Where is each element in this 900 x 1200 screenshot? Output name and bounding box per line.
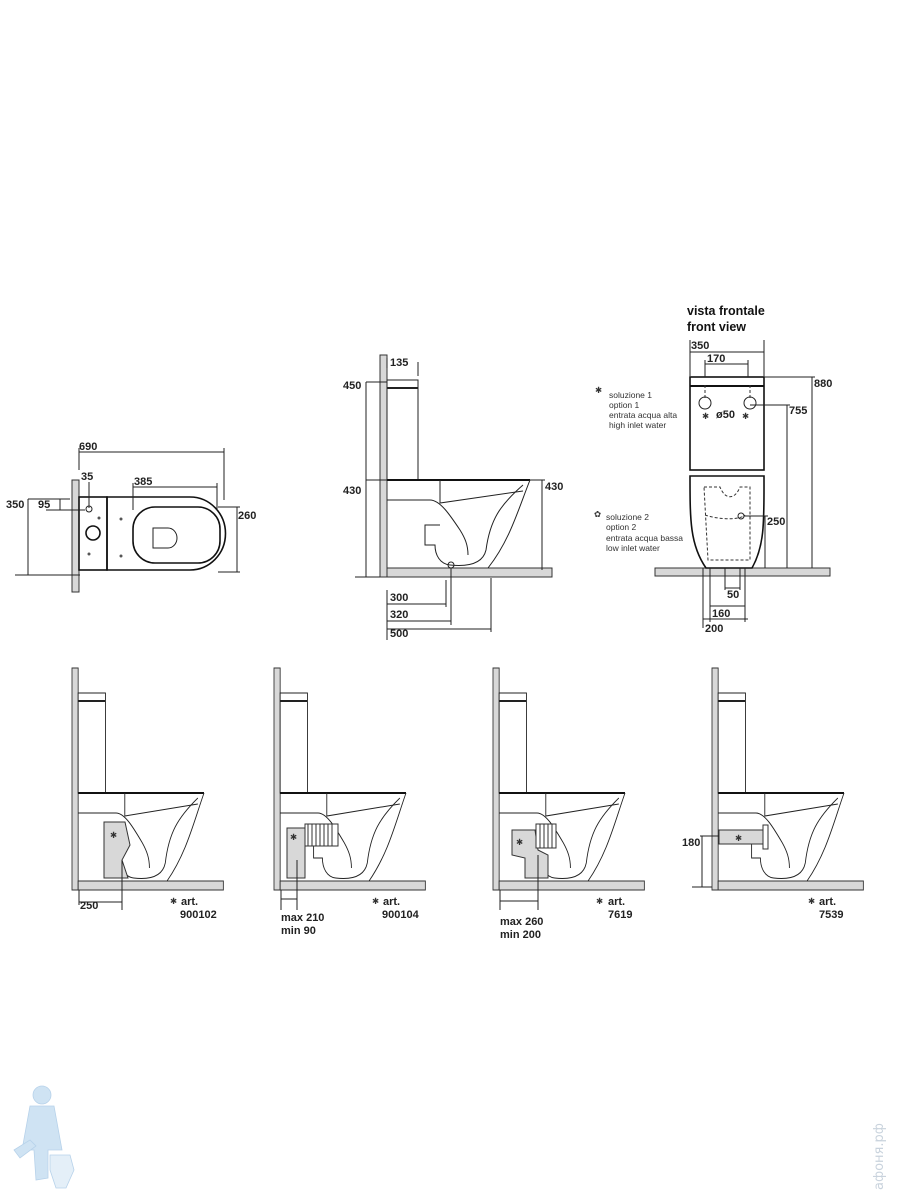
label-variants-2-max: max 260 xyxy=(500,916,543,928)
option-2-note: ✿ soluzione 2 option 2 entrata acqua bas… xyxy=(594,509,683,553)
label-variants-2-art_number: 7619 xyxy=(608,909,632,921)
dim-180: 180 xyxy=(682,837,700,849)
variant-7539: ✱ 180 ✱ art. 7539 xyxy=(682,667,865,921)
dim-95: 95 xyxy=(38,499,50,511)
label-marker: ✱ xyxy=(372,896,379,906)
dim-430-right: 430 xyxy=(545,481,563,493)
variant-900102: ✱ 250 ✱ art. 900102 xyxy=(71,667,225,921)
dim-430-left: 430 xyxy=(343,485,361,497)
dim-755: 755 xyxy=(789,405,807,417)
mascot-figure xyxy=(13,1085,75,1189)
plan-view: 690 35 385 350 95 260 xyxy=(6,441,256,593)
label-variants-3-art_label: art. xyxy=(819,896,836,908)
front-view-title-en: front view xyxy=(687,320,746,334)
dim-385: 385 xyxy=(134,476,152,488)
label-variants-1-art_number: 900104 xyxy=(382,909,420,921)
watermark-text: афоня.рф xyxy=(872,1123,887,1190)
label-marker: ✱ xyxy=(808,896,815,906)
dim-170: 170 xyxy=(707,353,725,365)
label-front_view-option1-line2: option 1 xyxy=(609,400,640,410)
dim-diameter-50: ø50 xyxy=(716,409,735,421)
label-variants-3-art_number: 7539 xyxy=(819,909,843,921)
dim-35: 35 xyxy=(81,471,93,483)
dim-135: 135 xyxy=(390,357,408,369)
label-front_view-option1-line4: high inlet water xyxy=(609,420,666,430)
dim-690: 690 xyxy=(79,441,97,453)
label-front_view-option1-marker: ✱ xyxy=(595,385,602,395)
label-marker: ✱ xyxy=(516,837,523,847)
art-number: 900102 xyxy=(180,909,217,921)
label-variants-2-min: min 200 xyxy=(500,929,541,941)
option-1-note: ✱ soluzione 1 option 1 entrata acqua alt… xyxy=(595,385,677,430)
dim-200: 200 xyxy=(705,623,723,635)
label-front_view-option2-line3: entrata acqua bassa xyxy=(606,533,683,543)
label-variants-2-art_label: art. xyxy=(608,896,625,908)
label-marker: ✱ xyxy=(735,833,742,843)
label-marker: ✱ xyxy=(110,830,117,840)
dim-500: 500 xyxy=(390,628,408,640)
dim-300: 300 xyxy=(390,592,408,604)
front-view: vista frontale front view 350 170 880 75… xyxy=(594,304,832,635)
label-variants-1-art_label: art. xyxy=(383,896,400,908)
dim-160: 160 xyxy=(712,608,730,620)
variant-7619: ✱ max 260 min 200 ✱ art. 7619 xyxy=(492,667,646,941)
dim-50: 50 xyxy=(727,589,739,601)
label-front_view-option2-line2: option 2 xyxy=(606,522,637,532)
variant-900104: ✱ max 210 min 90 ✱ art. 900104 xyxy=(273,667,427,937)
front-view-title-it: vista frontale xyxy=(687,304,765,318)
dim-250-variant: 250 xyxy=(80,900,98,912)
dim-320: 320 xyxy=(390,609,408,621)
dim-250-front: 250 xyxy=(767,516,785,528)
dim-880: 880 xyxy=(814,378,832,390)
dim-350: 350 xyxy=(6,499,24,511)
dim-min: min 90 xyxy=(281,925,316,937)
label-front_view-option2-line1: soluzione 2 xyxy=(606,512,649,522)
label-marker: ✱ xyxy=(290,832,297,842)
marker-left: ✱ xyxy=(702,411,709,421)
dim-350-front: 350 xyxy=(691,340,709,352)
dim-450: 450 xyxy=(343,380,361,392)
marker-right: ✱ xyxy=(742,411,749,421)
side-view: 135 450 430 430 300 320 500 xyxy=(343,354,563,640)
dim-260: 260 xyxy=(238,510,256,522)
dim-max: max 210 xyxy=(281,912,324,924)
label-front_view-option1-line1: soluzione 1 xyxy=(609,390,652,400)
label-variants-0-art_label: art. xyxy=(181,896,198,908)
label-front_view-option2-marker: ✿ xyxy=(594,509,602,519)
label-marker: ✱ xyxy=(596,896,603,906)
label-front_view-option1-line3: entrata acqua alta xyxy=(609,410,677,420)
label-front_view-option2-line4: low inlet water xyxy=(606,543,660,553)
label-marker: ✱ xyxy=(170,896,177,906)
